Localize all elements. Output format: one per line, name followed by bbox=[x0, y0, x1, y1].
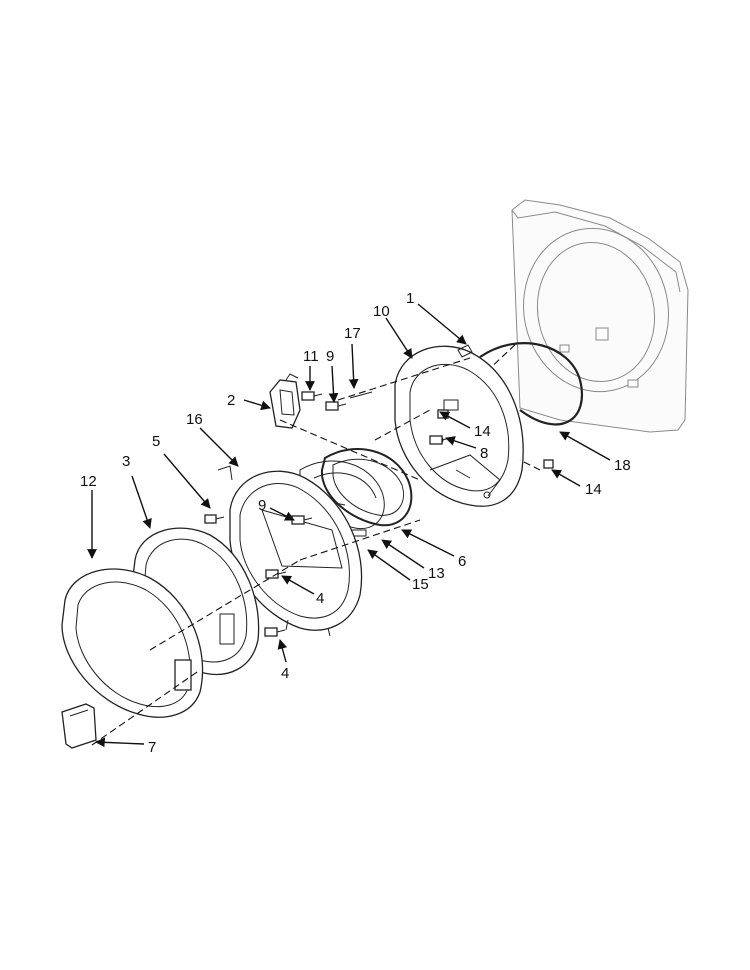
screw-4-lower bbox=[264, 627, 286, 637]
callout-9-mid: 9 bbox=[258, 497, 266, 514]
part-10-inner-frame bbox=[394, 345, 524, 507]
callout-5: 5 bbox=[152, 433, 160, 450]
part-14-clip-right bbox=[543, 459, 554, 469]
callout-2: 2 bbox=[227, 392, 235, 409]
callout-12: 12 bbox=[80, 473, 97, 490]
part-12-outer-door bbox=[61, 568, 204, 718]
screw-4-upper bbox=[265, 569, 287, 579]
callout-9-top: 9 bbox=[326, 348, 334, 365]
callout-1: 1 bbox=[406, 290, 414, 307]
callout-14-upper: 14 bbox=[474, 423, 491, 440]
callout-labels: 1 2 3 4 4 5 6 7 8 9 9 10 11 12 13 14 14 … bbox=[80, 290, 631, 756]
callout-7: 7 bbox=[148, 739, 156, 756]
part-2-latch bbox=[269, 373, 301, 429]
part-7-handle bbox=[61, 703, 97, 749]
callout-8: 8 bbox=[480, 445, 488, 462]
screws bbox=[204, 391, 451, 637]
callout-14-lower: 14 bbox=[585, 481, 602, 498]
callout-4-lower: 4 bbox=[281, 665, 289, 682]
part-1-hinge-pin bbox=[457, 344, 473, 358]
callout-11: 11 bbox=[303, 348, 319, 365]
part-16-door-ring bbox=[217, 465, 363, 637]
part-6-glass-ring bbox=[320, 448, 413, 527]
callout-15: 15 bbox=[412, 576, 429, 593]
callout-10: 10 bbox=[373, 303, 390, 320]
screw-5 bbox=[204, 514, 225, 524]
callout-16: 16 bbox=[186, 411, 203, 428]
callout-leaders bbox=[87, 303, 611, 748]
part-18-gasket bbox=[479, 341, 583, 426]
callout-6: 6 bbox=[458, 553, 466, 570]
screw-11 bbox=[301, 391, 323, 401]
dryer-front-panel bbox=[511, 199, 689, 433]
screw-9-top bbox=[325, 401, 347, 411]
callout-13: 13 bbox=[428, 565, 445, 582]
callout-3: 3 bbox=[122, 453, 130, 470]
callout-4-upper: 4 bbox=[316, 590, 324, 607]
alignment-lines bbox=[91, 357, 541, 746]
callout-17: 17 bbox=[344, 325, 361, 342]
callout-18: 18 bbox=[614, 457, 631, 474]
screw-17 bbox=[349, 391, 373, 399]
